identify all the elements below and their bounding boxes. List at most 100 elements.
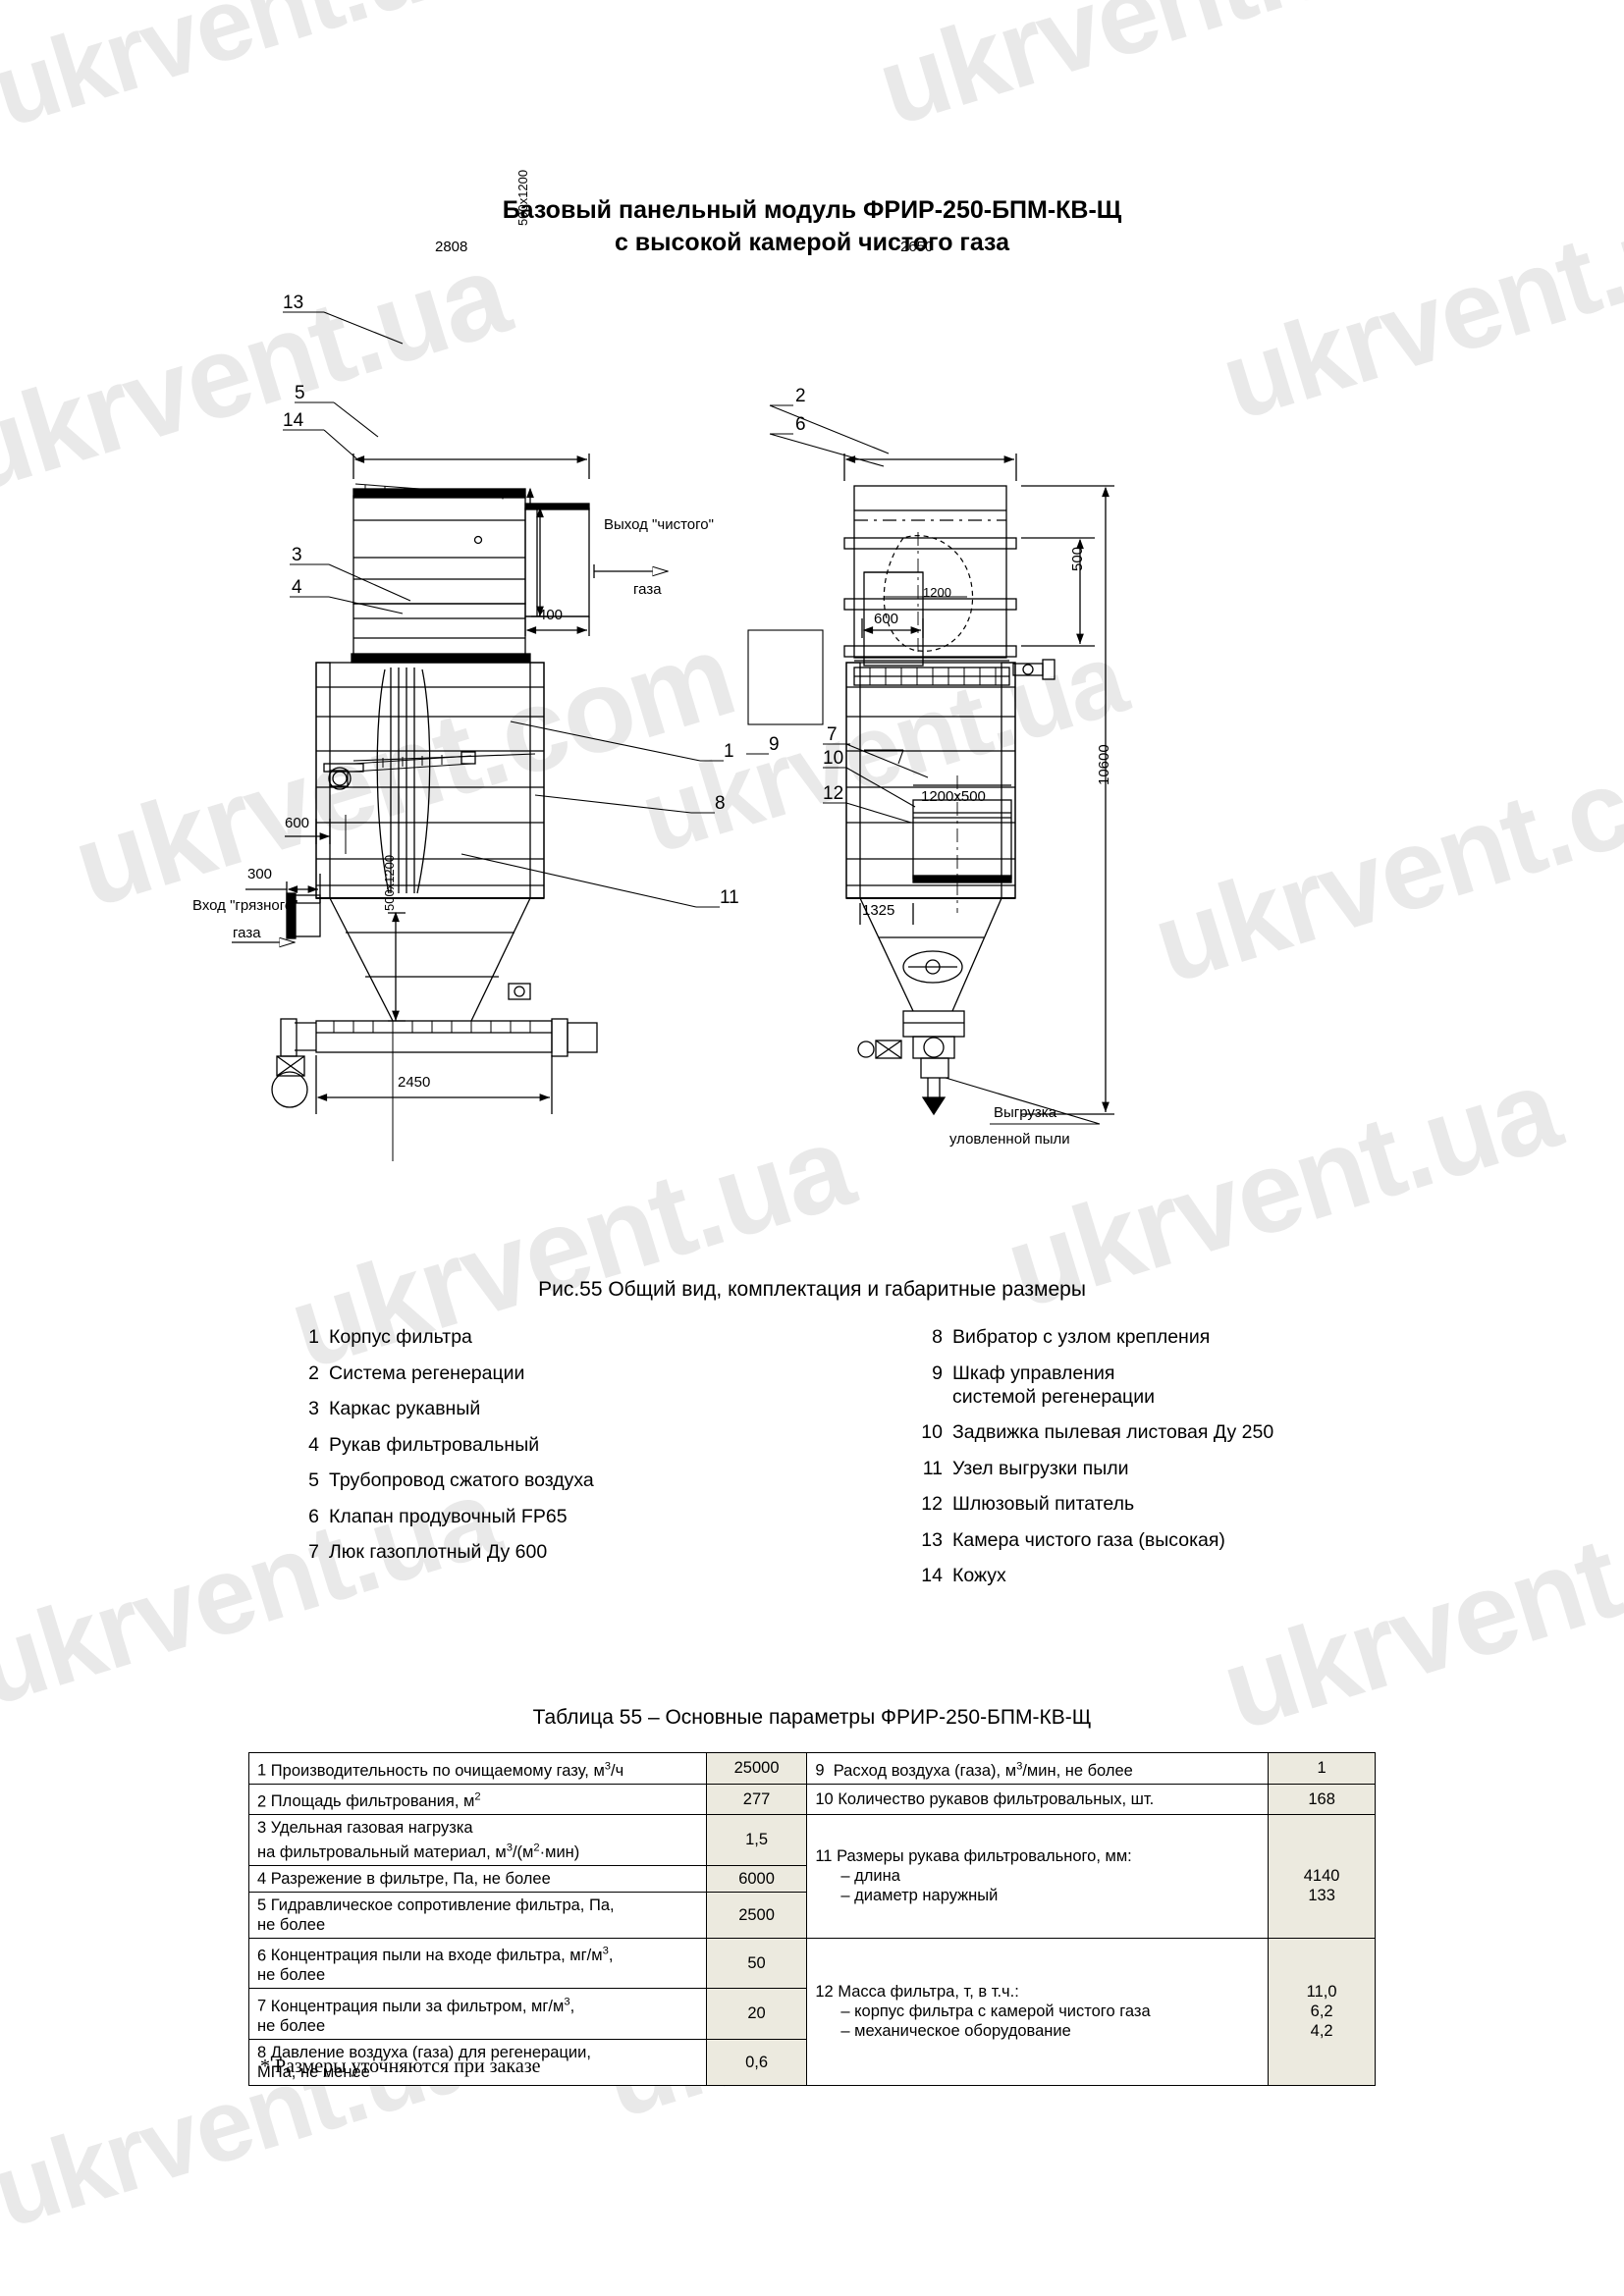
legend-item-number: 8 xyxy=(932,1326,943,1348)
param-number: 6 xyxy=(257,1947,267,1964)
legend-item-number: 5 xyxy=(308,1469,319,1491)
param-cell: 1 Производительность по очищаемому газу,… xyxy=(248,1752,707,1785)
table-row: 5 Гидравлическое сопротивление фильтра, … xyxy=(248,1891,1376,1939)
legend-item-number: 14 xyxy=(921,1565,943,1586)
legend-item-number: 3 xyxy=(308,1398,319,1419)
callout-11: 11 xyxy=(720,887,739,908)
param-label: Давление воздуха (газа) для регенерации,… xyxy=(257,2043,591,2081)
specifications-table: 1 Производительность по очищаемому газу,… xyxy=(248,1752,1376,2086)
label-dust-discharge-2: уловленной пыли xyxy=(949,1131,1070,1148)
param-label: Гидравлическое сопротивление фильтра, Па… xyxy=(257,1896,615,1934)
param-label: Масса фильтра, т, в т.ч.:– корпус фильтр… xyxy=(838,1983,1151,2040)
callout-5: 5 xyxy=(295,383,305,403)
param-number: 2 xyxy=(257,1792,267,1810)
param-number: 1 xyxy=(257,1761,267,1780)
dim-side-hatch: 1200 xyxy=(923,585,951,600)
legend-item-label: Кожух xyxy=(952,1565,1006,1586)
param-cell: 11 Размеры рукава фильтровального, мм:– … xyxy=(806,1814,1270,1939)
callout-13: 13 xyxy=(283,293,304,313)
legend-item-label: Узел выгрузки пыли xyxy=(952,1457,1129,1479)
param-cell: 2 Площадь фильтрования, м2 xyxy=(248,1783,707,1815)
param-number: 9 xyxy=(815,1761,825,1780)
table-row: 1 Производительность по очищаемому газу,… xyxy=(248,1752,1376,1785)
dim-front-outlet-height: 400 xyxy=(538,607,564,623)
value-cell: 6000 xyxy=(705,1864,808,1893)
param-cell: 7 Концентрация пыли за фильтром, мг/м3,н… xyxy=(248,1988,707,2040)
value-cell: 1,5 xyxy=(705,1814,808,1866)
value-cell: 1 xyxy=(1268,1752,1376,1785)
dim-front-outlet-section: 500х1200 xyxy=(515,169,530,226)
value-cell: 168 xyxy=(1268,1783,1376,1815)
legend-item-label-line1: Шкаф управления xyxy=(952,1362,1115,1384)
dim-side-1325: 1325 xyxy=(862,902,895,919)
value-cell: 2500 xyxy=(705,1891,808,1939)
footnote: * Размеры уточняются при заказе xyxy=(260,2056,541,2077)
param-number: 12 xyxy=(815,1983,834,2001)
label-dirty-gas-inlet-2: газа xyxy=(233,925,261,941)
legend-item-number: 1 xyxy=(308,1326,319,1348)
value-cell: 20 xyxy=(705,1988,808,2040)
legend-item-number: 2 xyxy=(308,1362,319,1384)
table-row: 2 Площадь фильтрования, м2 277 10 Количе… xyxy=(248,1783,1376,1815)
legend-item-number: 6 xyxy=(308,1505,319,1527)
dim-front-base-width: 2450 xyxy=(398,1074,431,1091)
value-cell: 50 xyxy=(705,1937,808,1989)
param-number: 7 xyxy=(257,1997,267,2015)
dim-front-600: 600 xyxy=(285,815,310,831)
param-cell: 5 Гидравлическое сопротивление фильтра, … xyxy=(248,1891,707,1939)
table-row: 4 Разрежение в фильтре, Па, не более 600… xyxy=(248,1864,1376,1893)
dim-front-300: 300 xyxy=(247,866,273,882)
legend-item-label: Камера чистого газа (высокая) xyxy=(952,1528,1225,1551)
legend-item-label: Задвижка пылевая листовая Ду 250 xyxy=(952,1421,1274,1443)
value-cell: 25000 xyxy=(705,1752,808,1785)
param-number: 4 xyxy=(257,1869,267,1888)
legend-item: 14 Кожух xyxy=(913,1564,1424,1587)
legend-item-label: Корпус фильтра xyxy=(329,1326,472,1348)
page-title-line1: Базовый панельный модуль ФРИР-250-БПМ-КВ… xyxy=(502,196,1122,224)
dim-side-600: 600 xyxy=(874,611,899,627)
table-row: 7 Концентрация пыли за фильтром, мг/м3,н… xyxy=(248,1988,1376,2040)
legend-item-number: 13 xyxy=(921,1528,943,1551)
param-label: Концентрация пыли на входе фильтра, мг/м… xyxy=(257,1945,614,1985)
label-clean-gas-outlet-1: Выход "чистого" xyxy=(604,516,714,533)
label-dust-discharge-1: Выгрузка xyxy=(994,1104,1057,1121)
param-cell: 6 Концентрация пыли на входе фильтра, мг… xyxy=(248,1937,707,1989)
param-cell: 4 Разрежение в фильтре, Па, не более xyxy=(248,1864,707,1893)
param-number: 8 xyxy=(257,2043,267,2061)
table-row: 8 Давление воздуха (газа) для регенераци… xyxy=(248,2038,1376,2086)
param-cell: 10 Количество рукавов фильтровальных, шт… xyxy=(806,1783,1270,1815)
legend-item: 13 Камера чистого газа (высокая) xyxy=(913,1528,1424,1552)
legend-item-number: 7 xyxy=(308,1541,319,1563)
param-label: Количество рукавов фильтровальных, шт. xyxy=(838,1789,1155,1808)
param-label: Расход воздуха (газа), м3/мин, не более xyxy=(833,1760,1133,1780)
value-cell: 277 xyxy=(705,1783,808,1815)
figure-caption: Рис.55 Общий вид, комплектация и габарит… xyxy=(538,1278,1086,1301)
legend-item-label: Шлюзовый питатель xyxy=(952,1493,1135,1515)
label-dirty-gas-inlet-1: Вход "грязного" xyxy=(192,897,298,914)
page-title-line2: с высокой камерой чистого газа xyxy=(614,229,1010,256)
callout-9: 9 xyxy=(769,734,780,755)
dim-side-door: 1200х500 xyxy=(921,788,986,805)
callout-14: 14 xyxy=(283,410,304,431)
callout-10: 10 xyxy=(823,748,844,769)
legend-item-number: 12 xyxy=(921,1493,943,1515)
legend-item-label-line2: системой регенерации xyxy=(952,1385,1155,1408)
param-label: Размеры рукава фильтровального, мм:– дли… xyxy=(837,1847,1132,1905)
param-cell: 12 Масса фильтра, т, в т.ч.:– корпус фил… xyxy=(806,1937,1270,2086)
